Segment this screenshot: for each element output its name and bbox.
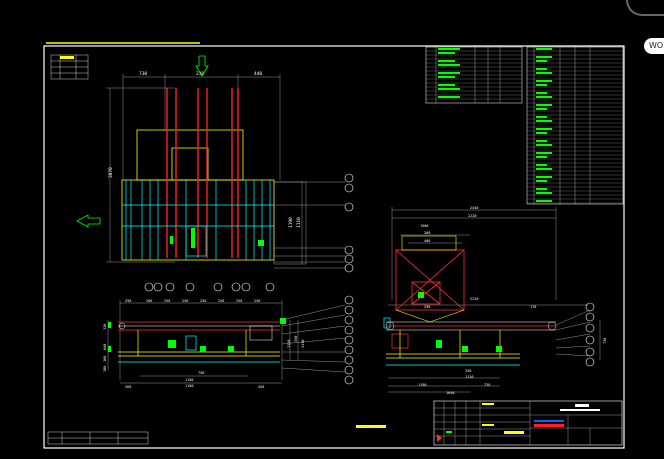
dim-top-1: 730 <box>139 71 147 77</box>
table-cell-fill <box>536 68 547 70</box>
dim-front-right-3: 1110 <box>301 340 305 348</box>
feed-arrow-icon <box>195 55 209 77</box>
dim-front-top-4: 250 <box>182 299 188 303</box>
table-cell-fill <box>536 128 552 130</box>
side-tab[interactable]: WO <box>644 38 664 54</box>
signature-block <box>47 431 149 445</box>
table-cell-fill <box>438 96 460 98</box>
title-block <box>433 400 623 446</box>
side-view: 2440 2220 1500 260 400 2220 250 170 250 … <box>383 206 607 395</box>
table-cell-fill <box>438 88 460 90</box>
table-cell-fill <box>536 84 547 86</box>
front-view: 290 260 250 250 250 250 250 250 <box>103 282 354 389</box>
dim-front-left-2: 640 <box>103 344 107 350</box>
parts-list-right <box>526 46 624 205</box>
table-cell-fill <box>536 168 552 170</box>
dim-side-bottom-5: 1640 <box>446 391 454 395</box>
table-cell-fill <box>536 108 547 110</box>
dim-top-right-2: 1110 <box>296 217 302 228</box>
dim-side-bottom-4: 730 <box>484 383 490 387</box>
dim-side-right: 750 <box>603 338 607 344</box>
dim-side-bottom-1: 250 <box>465 369 471 373</box>
table-cell-fill <box>536 192 552 194</box>
dim-front-top-5: 250 <box>200 299 206 303</box>
dim-top-left: 3870 <box>108 167 114 178</box>
dim-front-right-1: 1110 <box>287 340 291 348</box>
dim-front-bottom-2: 1100 <box>185 378 193 382</box>
note-mark <box>356 425 386 428</box>
dim-side-top-2: 2220 <box>468 214 476 218</box>
dim-front-right-2: 350 <box>294 336 298 342</box>
dim-side-mid-1: 2220 <box>470 297 478 301</box>
dim-side-mid-2: 250 <box>424 305 430 309</box>
dim-front-top-3: 250 <box>164 299 170 303</box>
table-cell-fill <box>536 48 552 50</box>
table-cell-fill <box>536 144 552 146</box>
dim-top-3: 440 <box>254 71 262 77</box>
dim-front-bottom-3: 1160 <box>185 384 193 388</box>
table-cell-fill <box>536 116 547 118</box>
dim-front-bottom-1: 750 <box>198 371 204 375</box>
table-cell-fill <box>438 76 455 78</box>
dim-side-top-5: 400 <box>424 239 430 243</box>
revision-table <box>50 54 89 80</box>
dim-front-top-6: 250 <box>218 299 224 303</box>
dim-front-top-2: 260 <box>146 299 152 303</box>
table-cell-fill <box>536 60 547 62</box>
table-cell-fill <box>438 84 455 86</box>
top-view: 730 230 440 3870 <box>76 55 354 273</box>
drawing-frame <box>43 45 625 449</box>
parts-list-left <box>425 46 523 104</box>
dim-front-top-8: 250 <box>254 299 260 303</box>
table-cell-fill <box>536 56 552 58</box>
table-cell-fill <box>536 164 547 166</box>
table-cell-fill <box>536 200 552 202</box>
table-cell-fill <box>536 92 547 94</box>
dim-top-2: 230 <box>196 71 204 77</box>
dim-front-edge-left: 260 <box>125 385 131 389</box>
table-cell-fill <box>536 120 552 122</box>
dim-side-top-4: 260 <box>424 231 430 235</box>
table-cell-fill <box>536 152 552 154</box>
table-cell-fill <box>438 64 460 66</box>
dim-side-bottom-3: 1190 <box>418 383 426 387</box>
table-cell-fill <box>536 176 552 178</box>
dim-front-edge-right: 450 <box>258 385 264 389</box>
dim-front-left-1: 130 <box>103 324 107 330</box>
dim-front-top-7: 250 <box>236 299 242 303</box>
dim-front-left-3: 160 <box>103 356 107 362</box>
table-cell-fill <box>536 188 547 190</box>
table-cell-fill <box>536 72 552 74</box>
table-cell-fill <box>438 48 460 50</box>
table-cell-fill <box>536 156 547 158</box>
dim-top-right-1: 1190 <box>288 217 294 228</box>
dim-side-top-1: 2440 <box>470 206 478 210</box>
dim-side-bottom-2: 1120 <box>465 375 473 379</box>
table-cell-fill <box>536 96 552 98</box>
table-cell-fill <box>536 132 547 134</box>
table-cell-fill <box>536 140 547 142</box>
dim-front-top-1: 290 <box>125 299 131 303</box>
table-cell-fill <box>536 80 552 82</box>
table-cell-fill <box>438 72 460 74</box>
dim-front-left-4: 180 <box>103 366 107 372</box>
table-cell-fill <box>536 104 552 106</box>
dim-side-mid-3: 170 <box>530 305 536 309</box>
table-cell-fill <box>438 52 455 54</box>
table-cell-fill <box>438 60 455 62</box>
table-cell-fill <box>536 180 547 182</box>
exit-arrow-icon <box>76 214 101 228</box>
dim-side-top-3: 1500 <box>420 224 428 228</box>
